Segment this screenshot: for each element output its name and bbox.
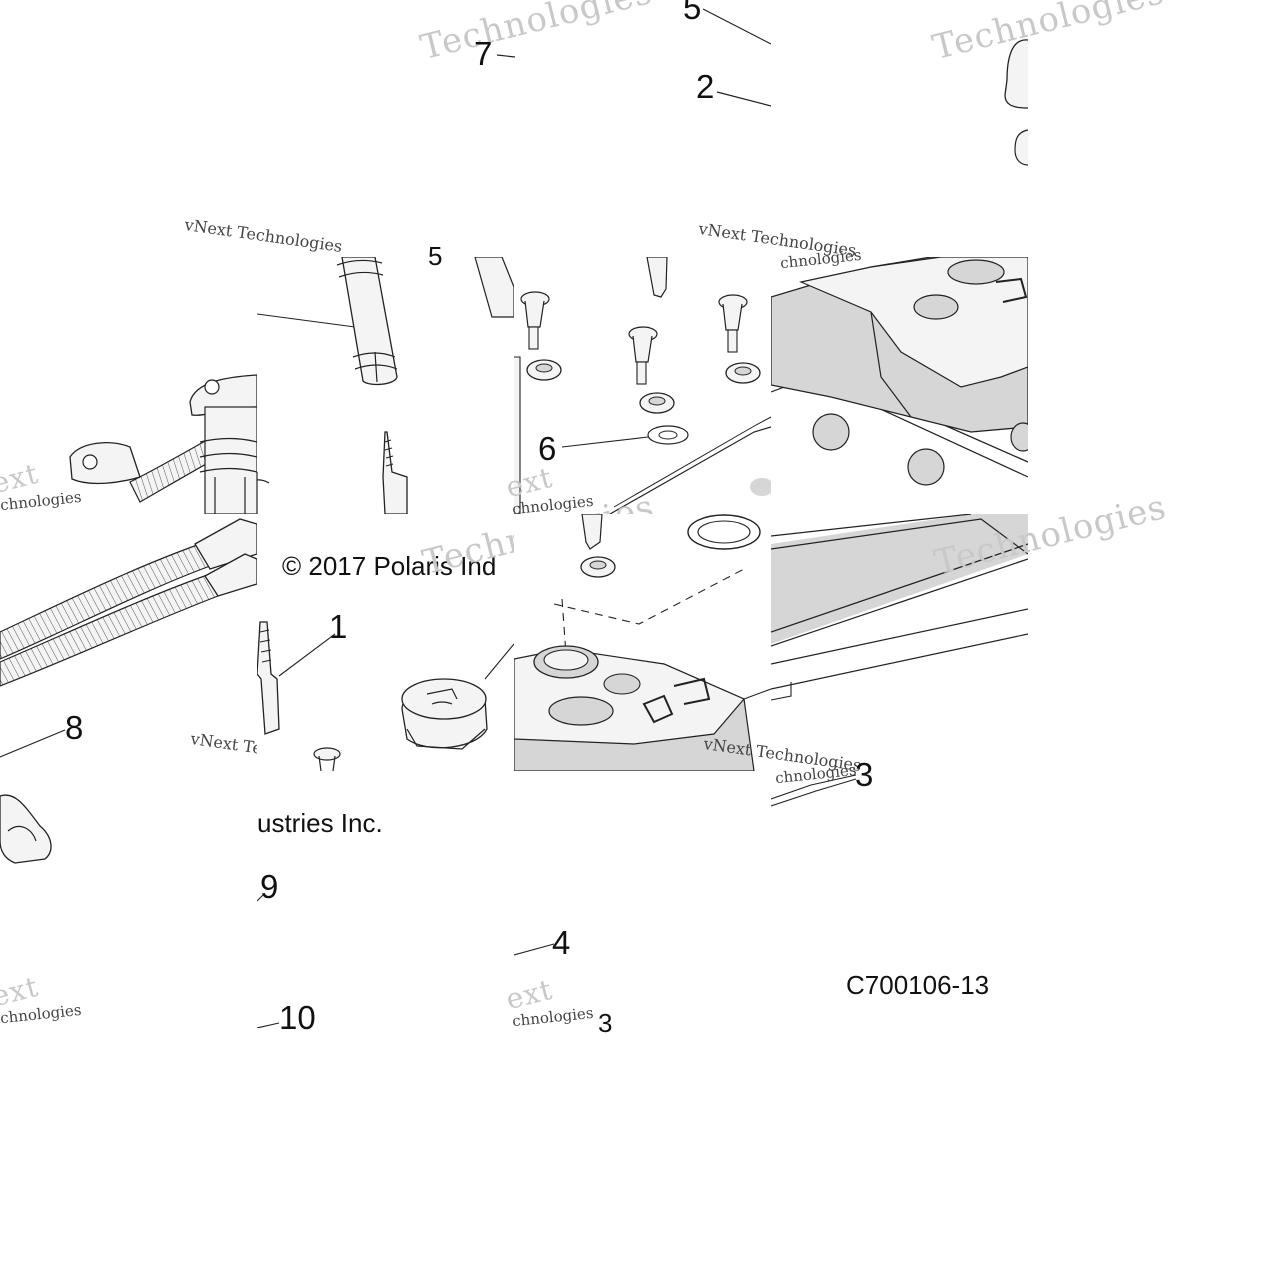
bottom-leader-3 [771,774,857,807]
coil-wires-drawing [0,518,257,758]
callout-9: 9 [260,868,279,905]
spark-plug-oil-cap-drawing [257,621,514,771]
callout-1: 1 [329,608,348,645]
callout-6: 6 [538,430,557,467]
leader-lines [496,8,771,107]
callout-5-partial: 5 [428,241,443,271]
tile-bottom-right [771,771,1028,1028]
tile-bottom-right-center [514,771,771,1028]
tile-top-right [771,0,1028,257]
connector-drawing [0,794,52,864]
cylinder-head-drawing [514,514,771,771]
gasket-drawing [771,514,1028,701]
bottom-leaders [257,894,280,1028]
tile-bottom-left [0,771,257,1028]
tile-lower-left [0,514,257,771]
tile-lower-right-center [514,514,771,771]
callout-8: 8 [65,709,84,746]
tile-bottom-center [257,771,514,1028]
bottom-leader-4 [514,943,555,956]
callout-3-partial: 3 [598,1008,613,1038]
bolts-washers-drawing [514,257,771,514]
diagram-code: C700106-13 [846,970,990,1000]
tile-mid-right [514,257,771,514]
tile-mid-left [0,257,257,514]
callout-7: 7 [474,35,493,72]
coil-wire-drawing [69,374,257,514]
callout-10: 10 [279,999,316,1036]
valve-cover-corner-drawing [1004,39,1028,166]
ignition-coil-drawing [257,257,514,514]
tile-valve-cover [771,257,1028,514]
callout-4: 4 [552,924,571,961]
tile-mid-center [257,257,514,514]
callout-2: 2 [696,68,715,105]
copyright-part1: © 2017 Polaris Ind [282,551,497,581]
callout-5: 5 [683,0,702,26]
tile-top-middle [257,0,771,257]
tile-gasket [771,514,1028,771]
valve-cover-drawing [771,257,1028,486]
copyright-part2: ustries Inc. [257,808,383,838]
tile-lower-center [257,514,514,771]
callout-3: 3 [855,756,874,793]
